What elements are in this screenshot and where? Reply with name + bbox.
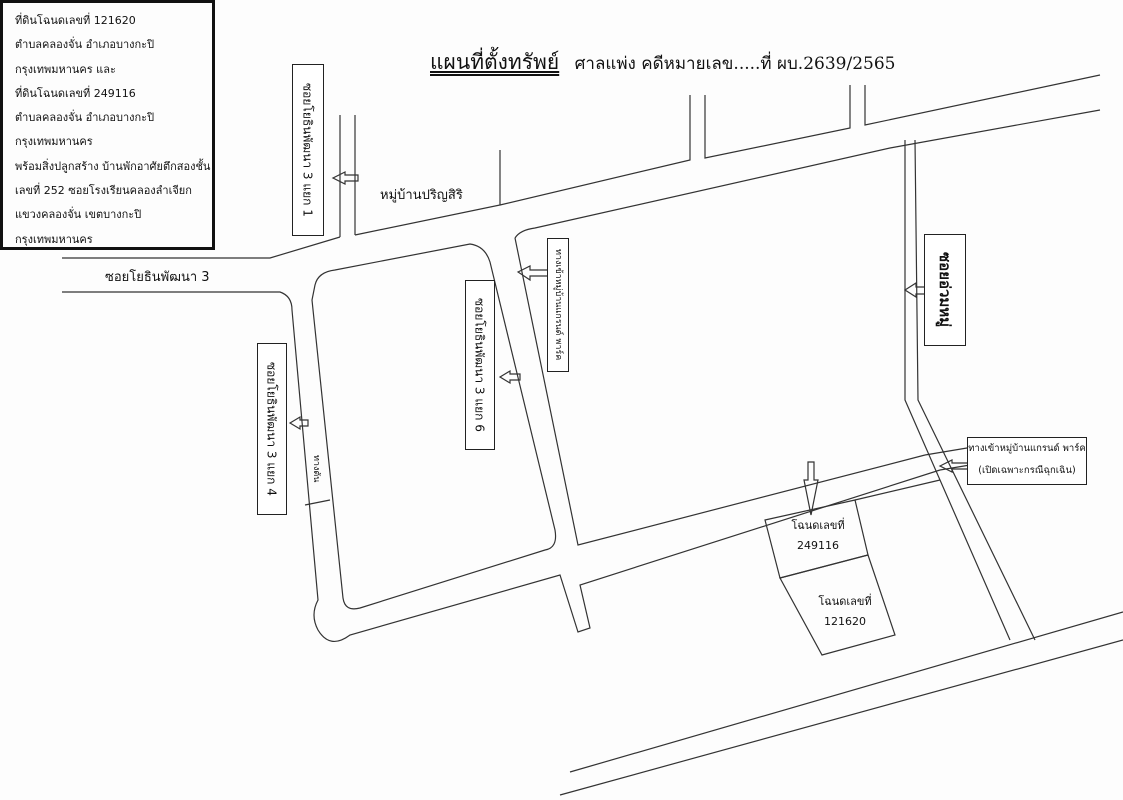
plot-extra [854, 479, 941, 501]
left-block [311, 243, 557, 610]
arrow-soi-6 [498, 369, 521, 385]
plot-number: 249116 [797, 539, 839, 552]
soi-6-label: ซอยโยธินพัฒนา 3 แยก 6 [472, 298, 487, 432]
upper-road-top2 [704, 85, 851, 159]
right-road-right-edge [914, 139, 1036, 641]
plot-121620-outline [779, 554, 896, 656]
grand-park-label: ทางเข้าหมู่บ้านแกรนด์ พาร์ค [553, 249, 563, 361]
plot-label: โฉนดเลขที่ [791, 519, 845, 532]
main-road-label: ซอยโยธินพัฒนา 3 [105, 270, 210, 285]
upper-road-top3 [864, 74, 1101, 126]
arrow-soi-4 [288, 415, 309, 431]
arrow-right-soi [903, 281, 926, 299]
arrow-property [803, 461, 819, 516]
info-line: กรุงเทพมหานคร [15, 232, 93, 246]
main-road-bottom-edge [62, 291, 293, 311]
soi-1-label: ซอยโยธินพัฒนา 3 แยก 1 [300, 83, 315, 217]
title-main: แผนที่ตั้งทรัพย์ [430, 50, 560, 74]
info-line: ตำบลคลองจั่น อำเภอบางกะปิ [15, 111, 155, 125]
bottom-road-2 [559, 639, 1123, 796]
info-line: แขวงคลองจั่น เขตบางกะปิ [15, 208, 142, 222]
info-line: ที่ดินโฉนดเลขที่ 249116 [15, 86, 136, 100]
info-line: เลขที่ 252 ซอยโรงเรียนคลองลำเจียก [15, 184, 192, 198]
emergency-entrance-line1: ทางเข้าหมู่บ้านแกรนด์ พาร์ค [968, 443, 1086, 454]
plot-label: โฉนดเลขที่ [818, 595, 872, 608]
right-soi-label: ซอยอ่วมหมู่ [936, 252, 954, 328]
title-case-number: ศาลแพ่ง คดีหมายเลข.....ที่ ผบ.2639/2565 [574, 54, 896, 74]
soi-4-label: ซอยโยธินพัฒนา 3 แยก 4 [264, 362, 279, 496]
soi-4-dead-end [304, 499, 331, 506]
upper-road-top [499, 95, 691, 206]
dead-end-label: ทางตัน [311, 455, 321, 483]
arrow-soi-1 [331, 171, 359, 185]
property-info-box: ที่ดินโฉนดเลขที่ 121620 ตำบลคลองจั่น อำเ… [0, 0, 215, 250]
grand-park-sign: ทางเข้าหมู่บ้านแกรนด์ พาร์ค [547, 238, 569, 372]
emergency-entrance-sign: ทางเข้าหมู่บ้านแกรนด์ พาร์ค (เปิดเฉพาะกร… [967, 437, 1087, 485]
village-label: หมู่บ้านปริญสิริ [380, 188, 463, 203]
bottom-road-1 [569, 611, 1123, 773]
soi-1-sign: ซอยโยธินพัฒนา 3 แยก 1 [292, 64, 324, 236]
soi-4-sign: ซอยโยธินพัฒนา 3 แยก 4 [257, 343, 287, 515]
main-road-top-edge [62, 236, 341, 259]
emergency-entrance-line2: (เปิดเฉพาะกรณีฉุกเฉิน) [978, 465, 1076, 476]
plot-121620: โฉนดเลขที่ 121620 [805, 592, 885, 632]
info-line: ตำบลคลองจั่น อำเภอบางกะปิ [15, 38, 155, 52]
right-road-left-edge [904, 140, 1011, 641]
map-title: แผนที่ตั้งทรัพย์ ศาลแพ่ง คดีหมายเลข.....… [430, 46, 895, 79]
soi-6-right-edge [514, 237, 926, 546]
soi-4-left-edge [291, 309, 941, 642]
info-line: พร้อมสิ่งปลูกสร้าง บ้านพักอาศัยตึกสองชั้… [15, 159, 211, 173]
upper-road-bottom [514, 109, 1101, 239]
info-line: ที่ดินโฉนดเลขที่ 121620 [15, 14, 136, 27]
right-soi-sign: ซอยอ่วมหมู่ [924, 234, 966, 346]
info-line: กรุงเทพมหานคร [15, 135, 93, 149]
plot-number: 121620 [824, 615, 866, 628]
plot-249116: โฉนดเลขที่ 249116 [778, 516, 858, 556]
soi-6-sign: ซอยโยธินพัฒนา 3 แยก 6 [465, 280, 495, 450]
info-line: กรุงเทพมหานคร และ [15, 62, 116, 76]
